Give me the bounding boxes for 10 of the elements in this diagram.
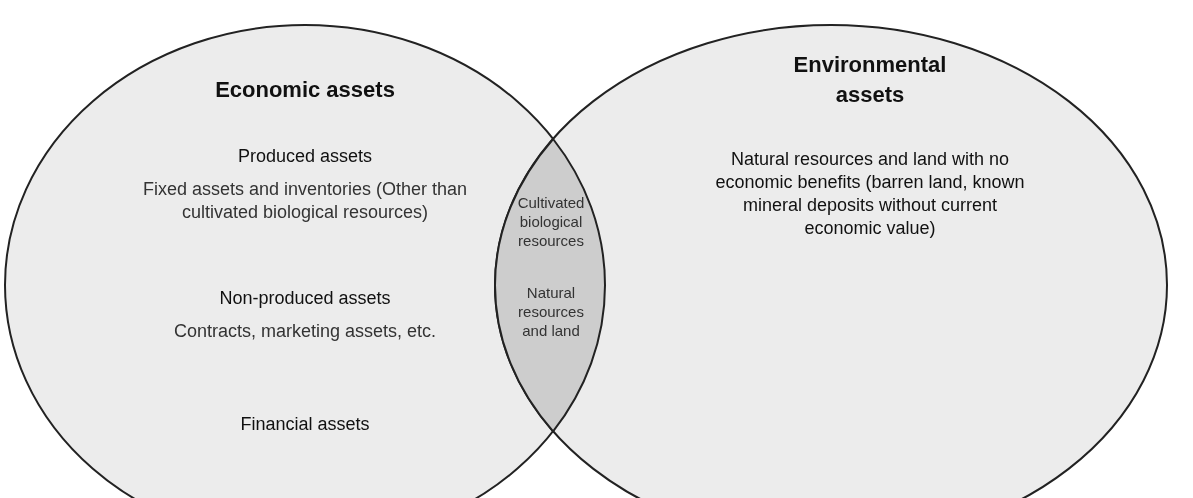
- description-text: Cultivated biological resources: [516, 193, 586, 250]
- category-label: Financial assets: [239, 413, 371, 436]
- heading: Environmental assets: [792, 51, 948, 109]
- description-text: Natural resources and land: [517, 283, 585, 340]
- description-text: Fixed assets and inventories (Other than cultivated biological resources): [141, 178, 469, 224]
- category-label: Produced assets: [236, 145, 374, 168]
- category-label: Non-produced assets: [218, 287, 392, 310]
- description-text: Natural resources and land with no economic benefits (barren land, known mineral deposits without current economic value): [714, 148, 1026, 240]
- heading: Economic assets: [214, 76, 396, 104]
- description-text: Contracts, marketing assets, etc.: [172, 320, 438, 343]
